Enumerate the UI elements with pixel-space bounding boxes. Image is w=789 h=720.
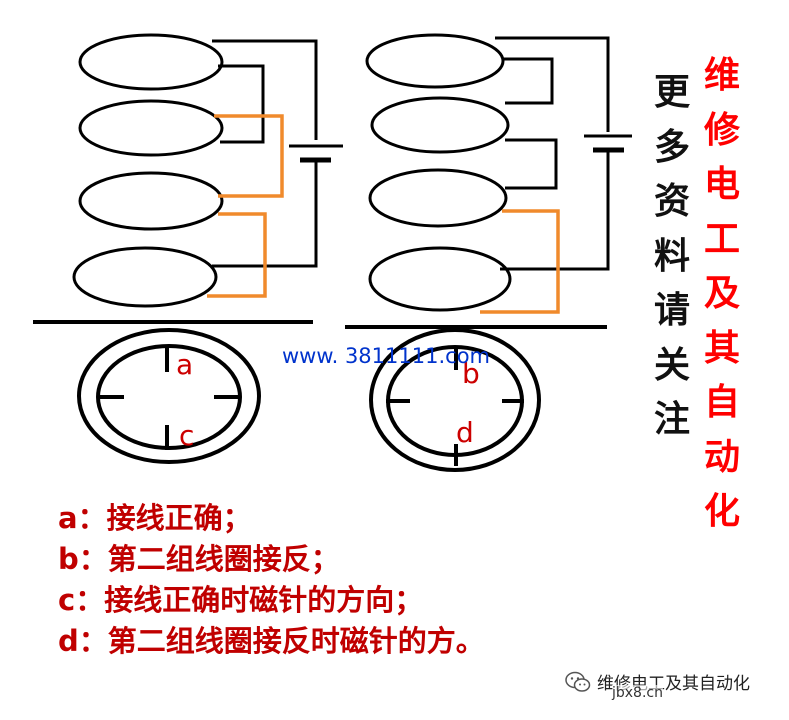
vertical-char: 资 [653, 181, 690, 222]
right-orange-wire-3-4 [480, 209, 560, 314]
left-orange-wire-3-4 [207, 212, 267, 298]
legend-item-c: c：接线正确时磁针的方向； [58, 583, 424, 617]
left-compass [77, 328, 261, 464]
legend-item-b: b：第二组线圈接反； [58, 542, 340, 576]
label-a: a [176, 348, 193, 381]
left-coil-3 [78, 171, 224, 231]
right-coil-assembly [345, 33, 632, 329]
label-d: d [456, 416, 474, 449]
vertical-char: 动 [703, 436, 740, 478]
right-wire-top [495, 36, 610, 132]
vertical-char: 维 [703, 55, 740, 96]
left-wire-coil1-2 [218, 64, 265, 144]
right-coil-1 [365, 33, 505, 89]
vertical-char: 请 [653, 290, 690, 331]
right-wire-bottom [500, 152, 610, 271]
vertical-char: 化 [703, 491, 740, 532]
vertical-char: 电 [703, 164, 740, 205]
vertical-char: 更 [653, 72, 690, 113]
site-watermark: jbx8.cn [612, 685, 663, 701]
left-coil-1 [78, 33, 224, 91]
vertical-char: 多 [653, 126, 690, 168]
left-highlight-wires [207, 114, 284, 298]
right-coil-2 [370, 96, 510, 154]
vertical-char: 其 [703, 327, 740, 369]
vertical-text-black: 更 多 资 料 请 关 注 [650, 66, 694, 448]
vertical-char: 关 [653, 344, 690, 386]
vertical-char: 注 [653, 399, 690, 440]
left-coil-4 [72, 246, 218, 308]
right-wire-coil2-3 [505, 138, 558, 190]
legend: a：接线正确； b：第二组线圈接反； c：接线正确时磁针的方向； d：第二组线圈… [58, 498, 485, 662]
right-wire-coil1-2 [502, 57, 554, 105]
vertical-char: 自 [703, 382, 740, 423]
legend-item-d: d：第二组线圈接反时磁针的方。 [58, 624, 485, 658]
left-coil-2 [78, 99, 224, 157]
label-b: b [462, 357, 480, 390]
right-coil-3 [368, 168, 508, 228]
left-wire-bottom [212, 160, 318, 268]
vertical-char: 修 [703, 109, 740, 151]
left-orange-wire-2-3 [214, 114, 284, 198]
wechat-icon [565, 671, 591, 692]
website-watermark: www. 3811111.com [282, 344, 491, 368]
vertical-text-red: 维 修 电 工 及 其 自 动 化 [700, 49, 744, 540]
vertical-char: 工 [703, 218, 740, 260]
right-compass [369, 328, 541, 472]
right-coil-4 [368, 246, 512, 312]
left-coil-assembly [33, 33, 343, 324]
vertical-char: 及 [703, 273, 740, 314]
label-c: c [179, 419, 194, 452]
left-wire-top [212, 39, 318, 140]
right-highlight-wires [480, 209, 560, 314]
legend-item-a: a：接线正确； [58, 501, 252, 535]
vertical-char: 料 [653, 235, 690, 277]
